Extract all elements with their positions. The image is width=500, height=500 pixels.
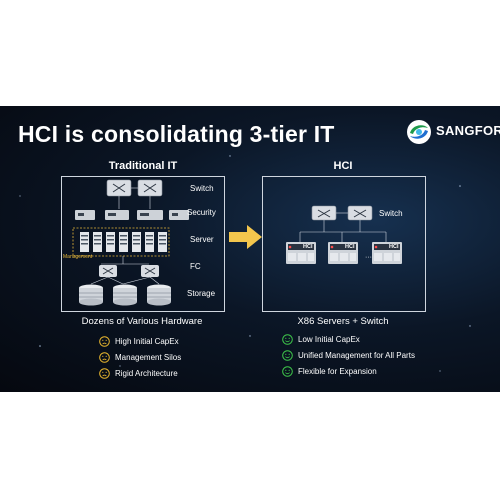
sangfor-logo: SANGFOR [405, 118, 500, 146]
sad-face-icon [99, 335, 110, 347]
bullet-text: High Initial CapEx [115, 336, 179, 346]
hci-switch-label: Switch [379, 209, 403, 218]
bullet-text: Rigid Architecture [115, 368, 178, 378]
server-icon [158, 232, 167, 252]
hci-server-node-icon [372, 242, 402, 264]
switch-icon [347, 205, 373, 221]
happy-face-icon [282, 365, 293, 377]
more-nodes-ellipsis: ··· [365, 254, 372, 261]
security-appliance-icon [105, 210, 129, 220]
server-icon [119, 232, 128, 252]
server-icon [132, 232, 141, 252]
traditional-it-panel [61, 176, 225, 312]
hci-bullet-3: Flexible for Expansion [282, 365, 377, 377]
storage-icon [79, 284, 103, 306]
traditional-it-diagram [72, 179, 189, 306]
security-appliance-icon [137, 210, 163, 220]
hci-panel [262, 176, 426, 312]
switch-icon [311, 205, 337, 221]
management-silo-box [72, 227, 170, 257]
switch-icon [137, 179, 163, 197]
traditional-bullet-3: Rigid Architecture [99, 367, 178, 379]
security-appliance-icon [169, 210, 189, 220]
tier-label-fc: FC [190, 262, 201, 271]
hci-node-label-1: HCI [303, 244, 313, 250]
bullet-text: Management Silos [115, 352, 182, 362]
server-icon [145, 232, 154, 252]
storage-icon [113, 284, 137, 306]
transition-arrow-icon [229, 225, 262, 249]
hci-server-node-icon [328, 242, 358, 264]
hci-node-label-2: HCI [345, 244, 355, 250]
fc-switch-icon [99, 265, 117, 277]
sad-face-icon [99, 351, 110, 363]
slide-title: HCI is consolidating 3-tier IT [18, 121, 335, 147]
happy-face-icon [282, 333, 293, 345]
sad-face-icon [99, 367, 110, 379]
hci-server-node-icon [286, 242, 316, 264]
hci-caption: X86 Servers + Switch [297, 316, 389, 327]
tier-label-server: Server [190, 235, 214, 244]
server-icon [106, 232, 115, 252]
starfield-background [19, 135, 471, 377]
switch-icon [106, 179, 132, 197]
hci-bullet-2: Unified Management for All Parts [282, 349, 415, 361]
hci-node-label-3: HCI [389, 244, 399, 250]
server-icon [80, 232, 89, 252]
sangfor-swirl-logo-icon [407, 120, 431, 144]
tier-label-switch: Switch [190, 184, 214, 193]
traditional-it-title: Traditional IT [108, 160, 178, 172]
happy-face-icon [282, 349, 293, 361]
logo-text: SANGFOR [436, 123, 500, 138]
security-appliance-icon [75, 210, 95, 220]
bullet-text: Unified Management for All Parts [298, 350, 415, 360]
hci-title: HCI [333, 160, 353, 172]
traditional-bullet-1: High Initial CapEx [99, 335, 179, 347]
bullet-text: Low Initial CapEx [298, 334, 360, 344]
storage-icon [147, 284, 171, 306]
tier-label-storage: Storage [187, 289, 216, 298]
slide: HCI is consolidating 3-tier IT SANGFOR T… [0, 106, 500, 392]
bullet-text: Flexible for Expansion [298, 366, 377, 376]
management-label: Management [63, 254, 93, 260]
traditional-bullet-2: Management Silos [99, 351, 181, 363]
tier-label-security: Security [187, 208, 216, 217]
server-icon [93, 232, 102, 252]
hci-diagram: ··· [286, 205, 402, 264]
fc-switch-icon [141, 265, 159, 277]
traditional-caption: Dozens of Various Hardware [81, 316, 203, 327]
hci-bullet-1: Low Initial CapEx [282, 333, 360, 345]
